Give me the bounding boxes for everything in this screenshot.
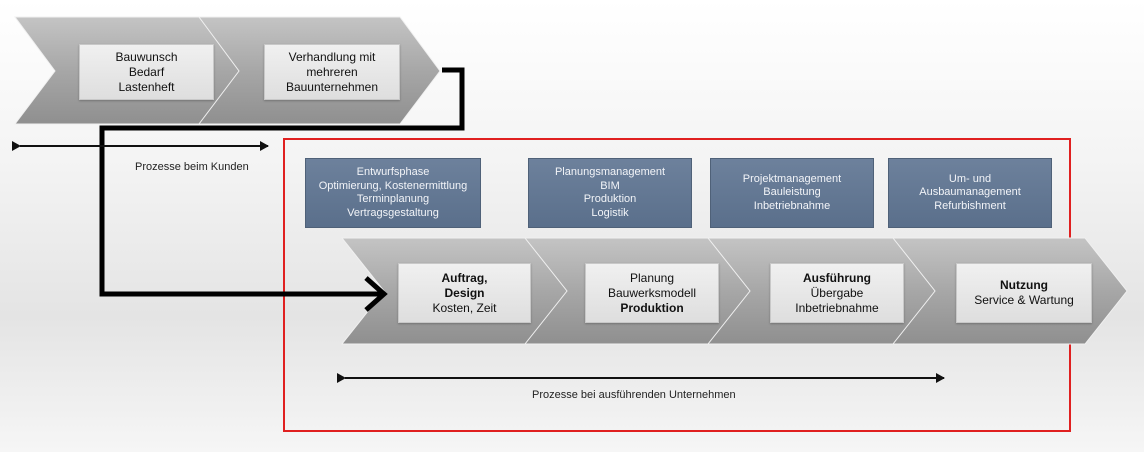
- customer-step-line: Bauunternehmen: [285, 79, 379, 94]
- customer-step-line: mehreren: [306, 64, 358, 79]
- contractor-step-line: Bauwerksmodell: [607, 285, 697, 300]
- info-box-line: Produktion: [583, 193, 637, 205]
- customer-step-negotiation: Verhandlung mit mehreren Bauunternehmen: [264, 44, 400, 100]
- info-box-line: Planungsmanagement: [554, 166, 666, 178]
- connector-arrow-head: [364, 276, 388, 312]
- info-box-line: Vertragsgestaltung: [347, 206, 439, 219]
- contractor-step-line: Service & Wartung: [974, 293, 1074, 307]
- info-box-line: Inbetriebnahme: [753, 199, 831, 212]
- info-box-project-management: Projektmanagement Bauleistung Inbetriebn…: [710, 158, 874, 228]
- contractor-step-usage: Nutzung Service & Wartung: [956, 263, 1092, 323]
- info-box-design-phase: Entwurfsphase Optimierung, Kostenermittl…: [305, 158, 481, 228]
- contractor-step-line: Auftrag,: [441, 270, 488, 285]
- info-box-line: Um- und: [948, 172, 992, 185]
- info-box-line: Entwurfsphase: [356, 166, 430, 178]
- info-box-line: BIM: [600, 179, 620, 192]
- contractor-step-execution: Ausführung Übergabe Inbetriebnahme: [770, 263, 904, 323]
- contractor-step-line: Nutzung: [1000, 278, 1048, 292]
- info-box-line: Refurbishment: [934, 199, 1006, 212]
- contractor-step-planning: Planung Bauwerksmodell Produktion: [585, 263, 719, 323]
- info-box-refurbishment: Um- und Ausbaumanagement Refurbishment: [888, 158, 1052, 228]
- customer-step-line: Verhandlung mit: [288, 49, 376, 64]
- contractor-step-line: Design: [444, 285, 485, 300]
- info-box-line: Bauleistung: [763, 186, 821, 199]
- info-box-line: Logistik: [591, 206, 629, 219]
- customer-step-line: Lastenheft: [118, 79, 175, 94]
- customer-step-line: Bauwunsch: [115, 49, 178, 64]
- contractor-step-line: Produktion: [620, 300, 684, 315]
- contractor-caption: Prozesse bei ausführenden Unternehmen: [532, 389, 736, 401]
- contractor-step-line: Inbetriebnahme: [795, 300, 879, 315]
- info-box-line: Optimierung, Kostenermittlung: [318, 179, 468, 192]
- contractor-step-order-design: Auftrag, Design Kosten, Zeit: [398, 263, 531, 323]
- info-box-line: Terminplanung: [356, 193, 430, 205]
- customer-caption: Prozesse beim Kunden: [135, 161, 249, 173]
- info-box-line: Projektmanagement: [742, 172, 842, 185]
- contractor-step-line: Kosten, Zeit: [432, 300, 497, 315]
- info-box-planning-management: Planungsmanagement BIM Produktion Logist…: [528, 158, 692, 228]
- connector-arrow: [99, 67, 465, 297]
- customer-step-line: Bedarf: [128, 64, 165, 79]
- contractor-step-line: Ausführung: [803, 270, 871, 285]
- contractor-step-line: Übergabe: [810, 285, 864, 300]
- contractor-step-line: Planung: [629, 270, 675, 285]
- info-box-line: Ausbaumanagement: [919, 186, 1021, 199]
- customer-step-requirements: Bauwunsch Bedarf Lastenheft: [79, 44, 214, 100]
